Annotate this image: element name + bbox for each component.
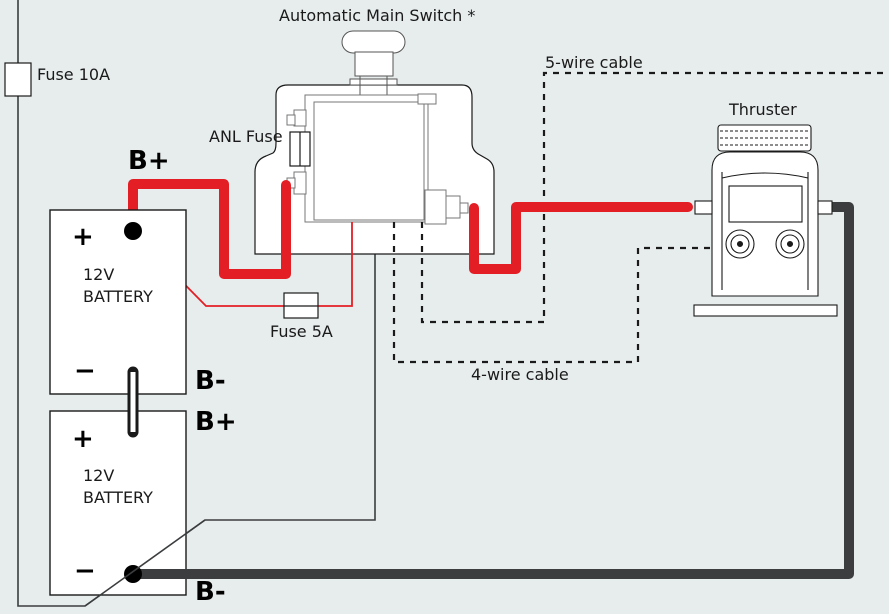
thruster-unit bbox=[693, 124, 838, 317]
anl-fuse-label: ANL Fuse bbox=[209, 127, 283, 146]
battery-2-voltage: 12V bbox=[83, 466, 115, 485]
battery-2-b-minus-label: B- bbox=[195, 577, 226, 607]
five-wire-cable bbox=[420, 71, 889, 324]
fuse-10a-symbol bbox=[4, 62, 32, 97]
thruster-label: Thruster bbox=[729, 100, 797, 119]
battery-2-negative-terminal bbox=[124, 565, 142, 583]
battery-1-case bbox=[49, 209, 187, 395]
battery-1-b-minus-label: B- bbox=[195, 366, 226, 396]
battery-1-b-plus-label: B+ bbox=[128, 146, 170, 176]
fuse-10a-label: Fuse 10A bbox=[37, 65, 111, 84]
main-switch-body bbox=[286, 93, 469, 225]
battery-2-case bbox=[49, 410, 187, 596]
four-wire-cable bbox=[392, 222, 710, 364]
battery-2-minus-sign: − bbox=[74, 556, 96, 586]
negative-cable bbox=[128, 202, 854, 579]
main-switch-label: Automatic Main Switch * bbox=[279, 6, 476, 25]
battery-1-name: BATTERY bbox=[83, 287, 153, 306]
battery-1-positive-terminal bbox=[124, 222, 142, 240]
battery-1-plus-sign: + bbox=[72, 222, 94, 252]
five-wire-cable-label: 5-wire cable bbox=[545, 53, 643, 72]
anl-fuse-symbol bbox=[289, 131, 311, 167]
positive-cable-battery-to-switch bbox=[128, 179, 291, 279]
battery-1-minus-sign: − bbox=[74, 356, 96, 386]
battery-1-voltage: 12V bbox=[83, 265, 115, 284]
battery-2-plus-sign: + bbox=[72, 424, 94, 454]
positive-cable-switch-to-thruster bbox=[469, 202, 693, 274]
battery-2-b-plus-label: B+ bbox=[195, 407, 237, 437]
fuse-5a-label: Fuse 5A bbox=[270, 322, 333, 341]
four-wire-cable-label: 4-wire cable bbox=[471, 365, 569, 384]
main-switch-knob bbox=[341, 30, 406, 97]
thruster-vent-grille bbox=[720, 130, 810, 146]
battery-2-name: BATTERY bbox=[83, 488, 153, 507]
